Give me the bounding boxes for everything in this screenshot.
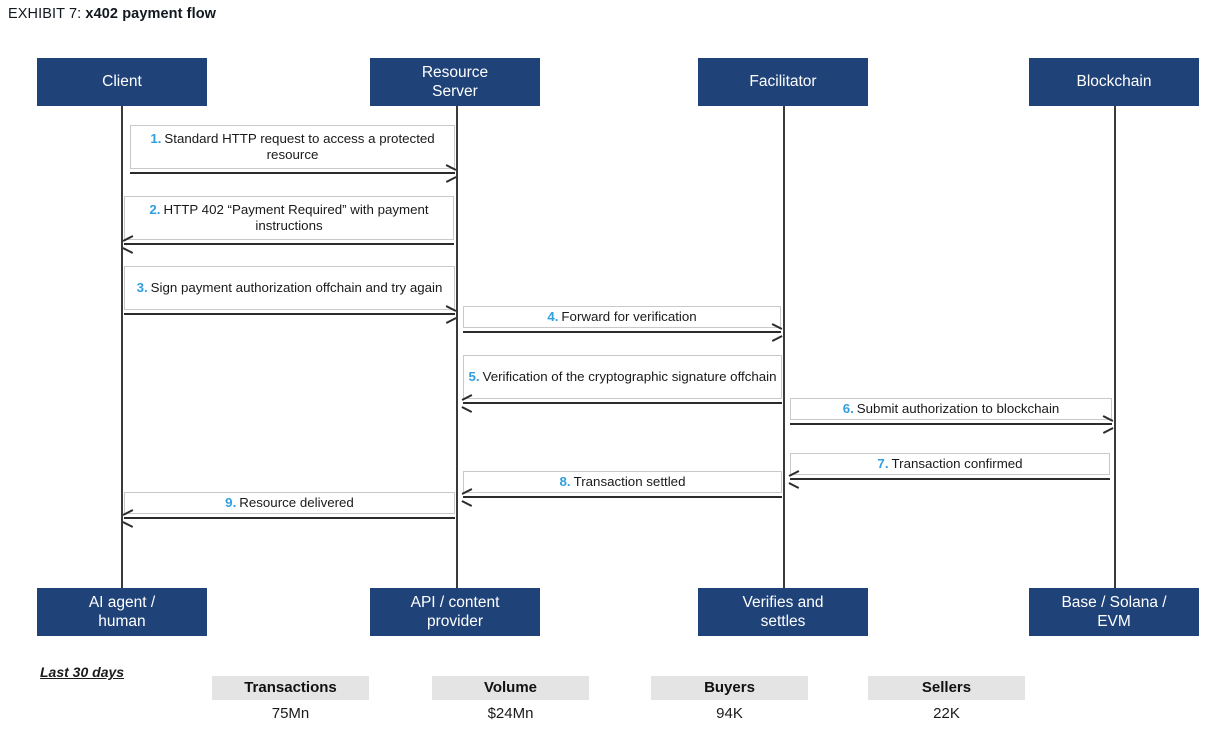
message-9-text: Resource delivered [239,494,354,510]
actor-header-resource-server-line1: Resource [421,63,489,81]
actor-footer-resource-server-line1: API / content [410,593,500,611]
message-8-arrow-shaft [463,496,782,498]
actor-header-facilitator: Facilitator [698,58,868,106]
message-4-label: 4.Forward for verification [463,306,781,328]
actor-footer-client: AI agent / human [37,588,207,636]
message-3-arrow-shaft [124,313,455,315]
message-4-arrow [463,326,781,338]
message-8-text: Transaction settled [573,473,686,489]
message-3-arrow [124,308,455,320]
stat-transactions: Transactions 75Mn [212,676,369,722]
message-7-number: 7. [877,455,889,471]
actor-header-resource-server: Resource Server [370,58,540,106]
message-9-arrow-shaft [124,517,455,519]
arrow-head-left-icon [123,238,135,250]
actor-footer-resource-server-line2: provider [427,613,483,630]
arrow-head-left-icon [462,397,474,409]
message-4-number: 4. [547,308,559,324]
message-1-number: 1. [150,130,162,146]
message-1-arrow-shaft [130,172,455,174]
message-6-text: Submit authorization to blockchain [856,400,1060,416]
actor-header-facilitator-line1: Facilitator [749,73,817,91]
stat-transactions-label: Transactions [212,676,369,700]
stat-transactions-value: 75Mn [271,705,310,722]
page-title: EXHIBIT 7: x402 payment flow [8,6,216,22]
message-1-arrow [130,167,455,179]
message-1-text: Standard HTTP request to access a protec… [164,130,435,162]
actor-footer-blockchain-line1: Base / Solana / [1061,593,1167,611]
actor-footer-client-line2: human [98,613,146,630]
message-4-text: Forward for verification [561,308,697,324]
message-8-arrow [463,491,782,503]
actor-footer-resource-server: API / content provider [370,588,540,636]
message-6-arrow-shaft [790,423,1112,425]
message-7-arrow-shaft [790,478,1110,480]
arrow-head-left-icon [123,512,135,524]
message-5-text: Verification of the cryptographic signat… [482,368,777,384]
actor-header-client: Client [37,58,207,106]
exhibit-title-name: x402 payment flow [85,6,217,22]
message-2-arrow-shaft [124,243,454,245]
stat-volume: Volume $24Mn [432,676,589,722]
actor-footer-client-line1: AI agent / [88,593,156,611]
message-9-label: 9.Resource delivered [124,492,455,514]
actor-footer-blockchain-line2: EVM [1097,613,1131,630]
arrow-head-right-icon [444,308,456,320]
message-8-label: 8.Transaction settled [463,471,782,493]
message-6-number: 6. [842,400,854,416]
lifeline-client [121,106,123,588]
message-2-number: 2. [149,201,161,217]
lifeline-blockchain [1114,106,1116,588]
message-3-label: 3.Sign payment authorization offchain an… [124,266,455,310]
stat-sellers: Sellers 22K [868,676,1025,722]
arrow-head-left-icon [789,473,801,485]
exhibit-title-label: EXHIBIT 7: [8,6,82,22]
message-7-arrow [790,473,1110,485]
message-5-arrow-shaft [463,402,782,404]
message-9-arrow [124,512,455,524]
message-2-label: 2.HTTP 402 “Payment Required” with payme… [124,196,454,240]
message-2-text: HTTP 402 “Payment Required” with payment… [163,201,429,233]
actor-header-blockchain-line1: Blockchain [1076,73,1152,91]
actor-header-resource-server-line2: Server [432,83,478,100]
stat-sellers-value: 22K [933,705,960,722]
message-8-number: 8. [559,473,571,489]
message-5-label: 5.Verification of the cryptographic sign… [463,355,782,399]
arrow-head-right-icon [444,167,456,179]
message-6-arrow [790,418,1112,430]
message-5-number: 5. [468,368,480,384]
actor-footer-facilitator: Verifies and settles [698,588,868,636]
stat-buyers-value: 94K [716,705,743,722]
actor-header-client-line1: Client [102,73,142,91]
lifeline-resource-server [456,106,458,588]
actor-header-blockchain: Blockchain [1029,58,1199,106]
stat-buyers: Buyers 94K [651,676,808,722]
message-5-arrow [463,397,782,409]
message-2-arrow [124,238,454,250]
stats-caption: Last 30 days [40,664,125,680]
actor-footer-blockchain: Base / Solana / EVM [1029,588,1199,636]
message-3-number: 3. [136,279,148,295]
actor-footer-facilitator-line2: settles [760,613,806,630]
message-1-label: 1.Standard HTTP request to access a prot… [130,125,455,169]
message-9-number: 9. [225,494,237,510]
actor-footer-facilitator-line1: Verifies and [742,593,824,611]
stat-volume-value: $24Mn [487,705,534,722]
arrow-head-right-icon [770,326,782,338]
message-4-arrow-shaft [463,331,781,333]
lifeline-facilitator [783,106,785,588]
arrow-head-right-icon [1101,418,1113,430]
message-7-label: 7.Transaction confirmed [790,453,1110,475]
arrow-head-left-icon [462,491,474,503]
message-3-text: Sign payment authorization offchain and … [150,279,443,295]
message-6-label: 6.Submit authorization to blockchain [790,398,1112,420]
stat-volume-label: Volume [432,676,589,700]
stat-buyers-label: Buyers [651,676,808,700]
message-7-text: Transaction confirmed [891,455,1023,471]
stat-sellers-label: Sellers [868,676,1025,700]
